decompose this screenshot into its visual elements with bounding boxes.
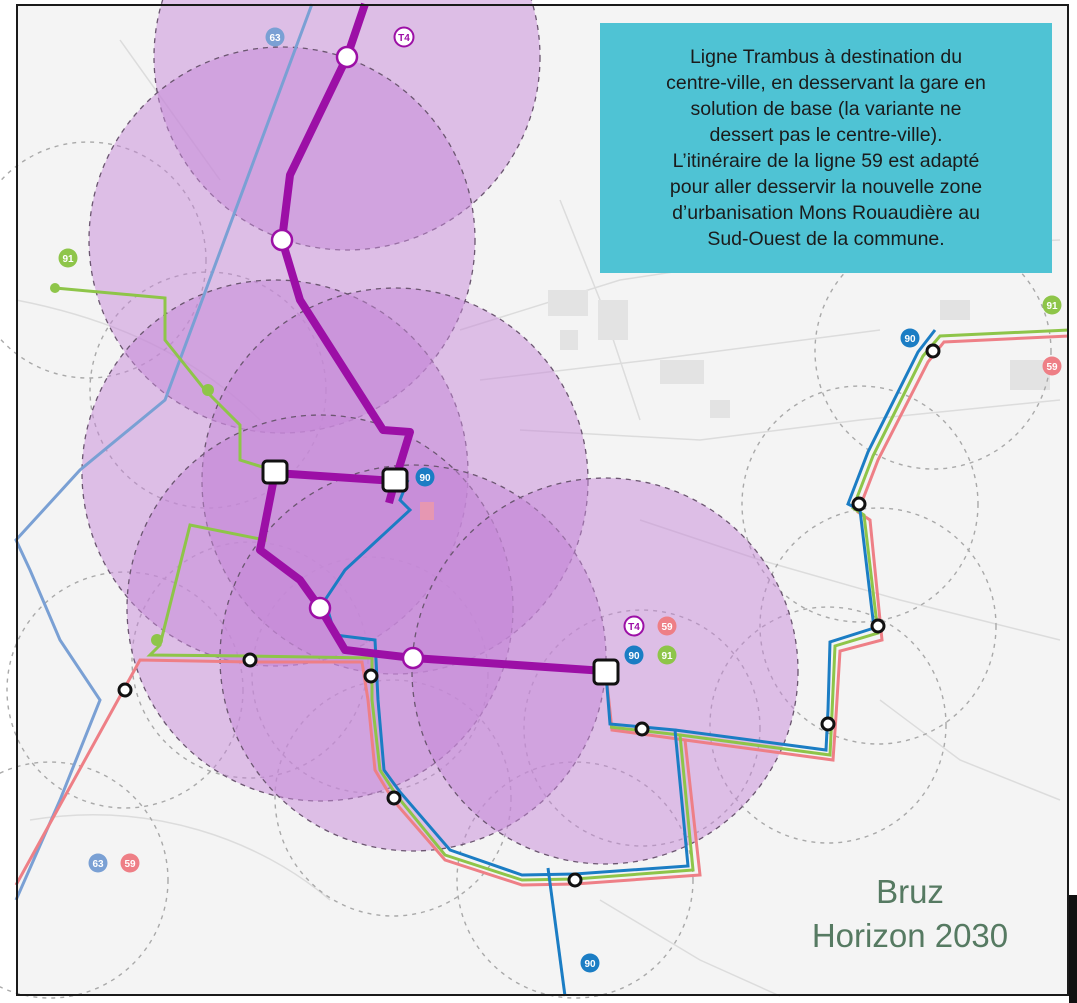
bus-stop bbox=[870, 618, 886, 634]
badge-59: 59 bbox=[657, 616, 677, 636]
info-line: pour aller desservir la nouvelle zone bbox=[669, 176, 983, 198]
svg-text:59: 59 bbox=[661, 622, 673, 633]
badge-90: 90 bbox=[580, 953, 600, 973]
svg-text:90: 90 bbox=[904, 334, 916, 345]
bus-stop bbox=[567, 872, 583, 888]
badge-90: 90 bbox=[624, 645, 644, 665]
info-line: Sud-Ouest de la commune. bbox=[707, 228, 945, 250]
badge-t4: T4 bbox=[393, 26, 415, 48]
svg-text:91: 91 bbox=[1046, 301, 1058, 312]
bus-stop bbox=[242, 652, 258, 668]
svg-text:90: 90 bbox=[584, 959, 596, 970]
info-line: L’itinéraire de la ligne 59 est adapté bbox=[672, 150, 980, 172]
svg-text:91: 91 bbox=[661, 651, 673, 662]
interchange-station bbox=[592, 658, 620, 686]
bus-stop bbox=[634, 721, 650, 737]
badge-90: 90 bbox=[415, 467, 435, 487]
edge-mark bbox=[1069, 895, 1077, 1003]
svg-text:90: 90 bbox=[628, 651, 640, 662]
bus-stop bbox=[363, 668, 379, 684]
badge-59: 59 bbox=[120, 853, 140, 873]
bus-stop bbox=[820, 716, 836, 732]
interchange-station bbox=[381, 467, 409, 493]
line-63-route bbox=[14, 3, 314, 901]
t4-station bbox=[270, 228, 294, 252]
pink-marker bbox=[420, 502, 434, 520]
svg-text:63: 63 bbox=[92, 859, 104, 870]
svg-text:90: 90 bbox=[419, 473, 431, 484]
info-line: centre-ville, en desservant la gare en bbox=[666, 72, 986, 94]
bus-stop bbox=[117, 682, 133, 698]
svg-text:63: 63 bbox=[269, 33, 281, 44]
badge-59: 59 bbox=[1042, 356, 1062, 376]
bus-stop bbox=[386, 790, 402, 806]
interchange-stations bbox=[261, 459, 620, 686]
svg-text:91: 91 bbox=[62, 254, 74, 265]
badge-63: 63 bbox=[265, 27, 285, 47]
badge-91: 91 bbox=[657, 645, 677, 665]
badge-91: 91 bbox=[58, 248, 78, 268]
info-line: Ligne Trambus à destination du bbox=[689, 46, 963, 68]
badge-90: 90 bbox=[900, 328, 920, 348]
info-line: dessert pas le centre-ville). bbox=[709, 124, 943, 146]
map-title: Bruz Horizon 2030 bbox=[810, 870, 1010, 958]
block-texture bbox=[548, 290, 1050, 418]
bus-stop bbox=[851, 496, 867, 512]
svg-text:59: 59 bbox=[124, 859, 136, 870]
t4-station bbox=[401, 646, 425, 670]
svg-text:T4: T4 bbox=[628, 622, 640, 633]
map-title-line2: Horizon 2030 bbox=[811, 917, 1009, 954]
interchange-station bbox=[261, 459, 289, 485]
svg-text:T4: T4 bbox=[398, 33, 410, 44]
info-box: Ligne Trambus à destination du centre-vi… bbox=[600, 23, 1052, 273]
t4-station bbox=[308, 596, 332, 620]
badge-63: 63 bbox=[88, 853, 108, 873]
info-line: d’urbanisation Mons Rouaudière au bbox=[672, 202, 980, 224]
info-line: solution de base (la variante ne bbox=[690, 98, 962, 120]
line-91-terminus-dots bbox=[50, 283, 214, 646]
line-badges: T4 63 91 90 91 90 59 T4 bbox=[58, 26, 1062, 973]
bus-stop bbox=[925, 343, 941, 359]
bus-stops bbox=[117, 343, 941, 888]
badge-t4: T4 bbox=[623, 615, 645, 637]
svg-text:59: 59 bbox=[1046, 362, 1058, 373]
map-title-line1: Bruz bbox=[876, 873, 944, 910]
badge-91: 91 bbox=[1042, 295, 1062, 315]
t4-station bbox=[335, 45, 359, 69]
t4-stations bbox=[270, 45, 425, 670]
